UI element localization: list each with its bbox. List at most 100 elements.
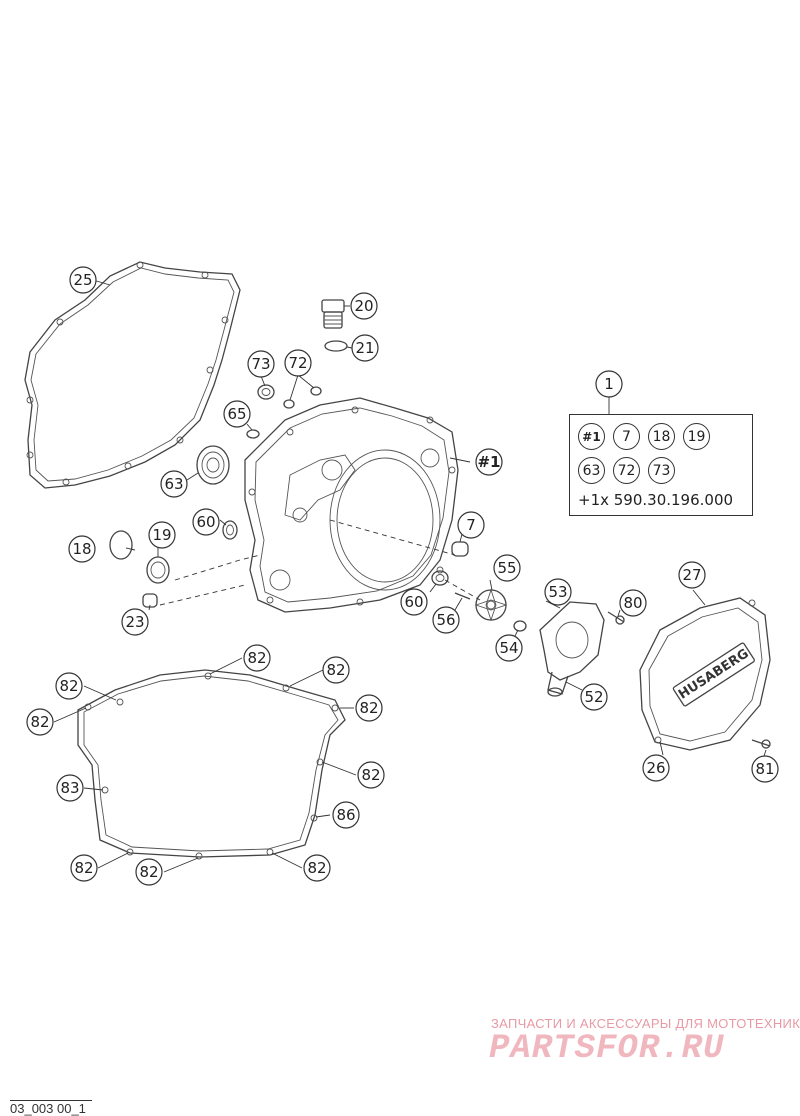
svg-text:60: 60 [404,593,423,611]
filler-plug-20 [321,299,345,329]
callout-82-d: 82 [355,694,383,722]
svg-text:21: 21 [355,339,374,357]
kit-item: 63 [578,457,605,484]
kit-item: 18 [648,423,675,450]
callout-hash-1: #1 [475,448,503,476]
shaft-seal-60-left [222,520,238,540]
pin-56 [454,592,471,600]
svg-text:72: 72 [288,354,307,372]
callout-82-b: 82 [243,644,271,672]
callout-82-e: 82 [26,708,54,736]
gasket-lower [77,669,346,860]
callout-56: 56 [432,606,460,634]
callout-65: 65 [223,400,251,428]
svg-text:52: 52 [584,688,603,706]
callout-60-right: 60 [400,588,428,616]
svg-text:82: 82 [74,859,93,877]
svg-text:73: 73 [251,355,270,373]
svg-text:55: 55 [497,559,516,577]
callout-7: 7 [457,511,485,539]
callout-1: 1 [595,370,623,398]
svg-text:82: 82 [247,649,266,667]
svg-text:1: 1 [604,375,614,393]
o-ring-18 [109,530,133,560]
callout-80: 80 [619,589,647,617]
callout-72: 72 [284,349,312,377]
svg-text:20: 20 [354,297,373,315]
svg-text:27: 27 [682,566,701,584]
kit-contents-box: #1 7 18 19 63 72 73 +1x 590.30.196.000 [569,414,753,516]
callout-18: 18 [68,535,96,563]
kit-item: #1 [578,423,605,450]
svg-text:86: 86 [336,806,355,824]
water-pump-cover-53 [539,601,605,681]
kit-item: 19 [683,423,710,450]
assembly-lines [159,519,481,606]
svg-text:56: 56 [436,611,455,629]
svg-text:54: 54 [499,639,518,657]
svg-text:63: 63 [164,475,183,493]
gasket-25 [24,261,241,489]
callout-82-g: 82 [70,854,98,882]
callout-82-i: 82 [303,854,331,882]
svg-text:83: 83 [60,779,79,797]
svg-text:26: 26 [646,759,665,777]
bushing-7 [451,541,469,557]
callout-23: 23 [121,608,149,636]
svg-text:82: 82 [359,699,378,717]
svg-text:18: 18 [72,540,91,558]
svg-text:53: 53 [548,583,567,601]
dowel-72 [283,386,322,409]
impeller-55 [474,588,508,622]
svg-text:#1: #1 [477,453,500,471]
kit-item: 73 [648,457,675,484]
sleeve-73 [257,384,275,400]
callout-86: 86 [332,801,360,829]
svg-text:81: 81 [755,760,774,778]
callout-54: 54 [495,634,523,662]
svg-text:82: 82 [59,677,78,695]
callout-81: 81 [751,755,779,783]
callout-26: 26 [642,754,670,782]
bearing-63 [196,445,230,485]
callout-83: 83 [56,774,84,802]
callout-52: 52 [580,683,608,711]
screw-81 [751,739,771,749]
callout-82-f: 82 [357,761,385,789]
callout-25: 25 [69,266,97,294]
callout-21: 21 [351,334,379,362]
svg-text:23: 23 [125,613,144,631]
outer-cover-27: HUSABERG [639,597,771,751]
kit-item: 7 [613,423,640,450]
cover-brand-text: HUSABERG [676,646,752,702]
callout-53: 53 [544,578,572,606]
svg-text:19: 19 [152,526,171,544]
callout-20: 20 [350,292,378,320]
kit-row-top: #1 7 18 19 [578,423,710,450]
washer-54 [513,620,527,632]
clutch-cover [244,397,459,613]
svg-text:80: 80 [623,594,642,612]
svg-text:7: 7 [466,516,476,534]
callout-63: 63 [160,470,188,498]
o-ring-21 [324,340,348,352]
callout-82-c: 82 [322,656,350,684]
kit-row-bottom: 63 72 73 [578,457,675,484]
watermark-logo: PARTSFOR.RU [489,1030,725,1068]
svg-text:82: 82 [326,661,345,679]
drawing-reference: 03_003 00_1 [10,1100,92,1116]
callout-60-left: 60 [192,508,220,536]
svg-text:25: 25 [73,271,92,289]
callout-19: 19 [148,521,176,549]
callout-82-a: 82 [55,672,83,700]
hose-fitting-52 [547,671,569,697]
callout-27: 27 [678,561,706,589]
leader-lines [53,279,767,873]
svg-text:82: 82 [361,766,380,784]
seal-19 [146,556,170,584]
svg-text:82: 82 [30,713,49,731]
callout-82-h: 82 [135,858,163,886]
svg-text:82: 82 [307,859,326,877]
callout-55: 55 [493,554,521,582]
